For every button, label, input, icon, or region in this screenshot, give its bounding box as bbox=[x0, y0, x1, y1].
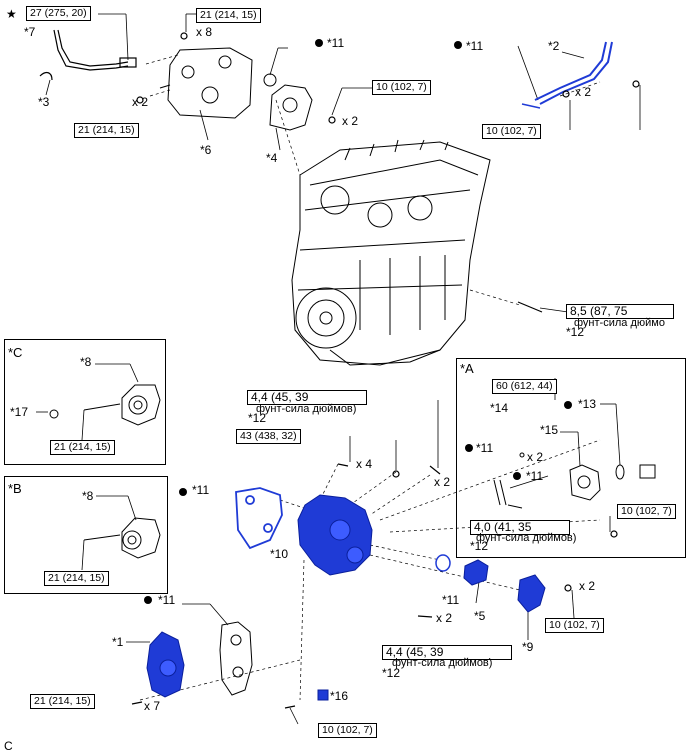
part-label-14: *14 bbox=[490, 401, 509, 415]
idler-pulley-bracket-drawing bbox=[49, 384, 161, 426]
torque-bot-unit: фунт-сила дюймов) bbox=[392, 657, 493, 669]
torque-box-star: 27 (275, 20) bbox=[26, 6, 91, 21]
torque-box-bot: 4,4 (45, 39 bbox=[382, 645, 512, 660]
qty-9: x 2 bbox=[579, 579, 596, 593]
torque-box-a: 10 (102, 7) bbox=[617, 504, 676, 519]
torque-mid-unit: фунт-сила дюймов) bbox=[256, 403, 357, 415]
idler-pulley-drawing bbox=[83, 517, 161, 559]
torque-12-value: 8,5 (87, 75 bbox=[570, 304, 628, 318]
qty-a11: x 2 bbox=[527, 450, 544, 464]
qty-top8: x 8 bbox=[196, 25, 213, 39]
qty-4: x 2 bbox=[342, 114, 359, 128]
part-label-17: *17 bbox=[10, 405, 29, 419]
torque-box-b: 21 (214, 15) bbox=[44, 571, 109, 586]
part-label-15: *15 bbox=[540, 423, 559, 437]
pump-gasket-outline-drawing bbox=[219, 621, 253, 696]
qty-nut: x 2 bbox=[434, 475, 451, 489]
dot-11c bbox=[179, 488, 187, 496]
part-label-8b: *8 bbox=[82, 489, 94, 503]
water-inlet-drawing bbox=[463, 559, 489, 586]
water-bypass-pipe-drawing bbox=[39, 29, 137, 81]
inset-label-c: *C bbox=[8, 345, 23, 360]
qty-43: x 4 bbox=[356, 457, 373, 471]
engine-block-drawing bbox=[291, 139, 491, 366]
part-label-11f: *11 bbox=[526, 469, 544, 483]
torque-40-unit: фунт-сила дюймов) bbox=[476, 532, 577, 544]
inset-label-a: *A bbox=[460, 361, 474, 376]
dot-11e bbox=[465, 444, 473, 452]
part-label-12b: *12 bbox=[248, 411, 267, 425]
torque-box-40: 4,0 (41, 35 bbox=[470, 520, 570, 535]
corner-mark: C bbox=[4, 739, 13, 753]
qty-2: x 2 bbox=[575, 85, 592, 99]
water-pump-assembly-drawing bbox=[297, 494, 373, 576]
part-label-5: *5 bbox=[474, 609, 486, 623]
part-label-6: *6 bbox=[200, 143, 212, 157]
water-pump-gasket-drawing bbox=[235, 487, 283, 550]
inset-a-parts-drawing bbox=[493, 452, 656, 509]
torque-box-c: 21 (214, 15) bbox=[50, 440, 115, 455]
water-bypass-hose-drawing bbox=[534, 41, 613, 105]
part-label-8c: *8 bbox=[80, 355, 92, 369]
dot-11b bbox=[454, 41, 462, 49]
part-label-9: *9 bbox=[522, 640, 534, 654]
dot-11a bbox=[315, 39, 323, 47]
torque-box-14: 60 (612, 44) bbox=[492, 379, 557, 394]
torque-box-16: 10 (102, 7) bbox=[318, 723, 377, 738]
thermostat-housing-drawing bbox=[263, 73, 313, 131]
part-label-7: *7 bbox=[24, 25, 36, 39]
torque-box-6: 21 (214, 15) bbox=[74, 123, 139, 138]
inset-a-frame bbox=[456, 358, 686, 558]
inset-c-frame bbox=[4, 339, 166, 465]
torque-mid-value: 4,4 (45, 39 bbox=[251, 390, 309, 404]
part-label-16: *16 bbox=[330, 689, 349, 703]
torque-box-12: 8,5 (87, 75 bbox=[566, 304, 674, 319]
torque-box-4: 10 (102, 7) bbox=[372, 80, 431, 95]
torque-box-1: 21 (214, 15) bbox=[30, 694, 95, 709]
inset-b-frame bbox=[4, 476, 168, 594]
dot-11f bbox=[513, 472, 521, 480]
inset-label-b: *B bbox=[8, 481, 22, 496]
torque-box-2: 10 (102, 7) bbox=[482, 124, 541, 139]
dot-13 bbox=[564, 401, 572, 409]
part-label-11e: *11 bbox=[476, 441, 494, 455]
torque-box-mid: 4,4 (45, 39 bbox=[247, 390, 367, 405]
part-label-11c: *11 bbox=[192, 483, 210, 497]
part-label-11b: *11 bbox=[466, 39, 484, 53]
o-ring-drawing bbox=[435, 554, 451, 572]
part-label-11a: *11 bbox=[327, 36, 345, 50]
water-pump-pulley-drawing bbox=[146, 631, 185, 698]
part-label-3: *3 bbox=[38, 95, 50, 109]
dot-11d bbox=[144, 596, 152, 604]
torque-12-unit: фунт-сила дюймо bbox=[574, 317, 665, 329]
torque-bot-value: 4,4 (45, 39 bbox=[386, 645, 444, 659]
bracket-drawing bbox=[317, 689, 329, 701]
qty-6: x 2 bbox=[132, 95, 149, 109]
qty-1: x 7 bbox=[144, 699, 161, 713]
part-label-12c: *12 bbox=[470, 539, 489, 553]
part-label-12d: *12 bbox=[382, 666, 401, 680]
torque-box-9: 10 (102, 7) bbox=[545, 618, 604, 633]
legend-star: ★ bbox=[6, 7, 17, 21]
water-outlet-drawing bbox=[159, 47, 253, 119]
part-label-13: *13 bbox=[578, 397, 597, 411]
part-label-4: *4 bbox=[266, 151, 278, 165]
part-label-11g: *11 bbox=[442, 593, 460, 607]
qty-bot: x 2 bbox=[436, 611, 453, 625]
torque-box-top8: 21 (214, 15) bbox=[196, 8, 261, 23]
water-outlet-pipe-drawing bbox=[517, 574, 546, 613]
part-label-2: *2 bbox=[548, 39, 560, 53]
part-label-11d: *11 bbox=[158, 593, 176, 607]
torque-40-value: 4,0 (41, 35 bbox=[474, 520, 532, 534]
part-label-1: *1 bbox=[112, 635, 124, 649]
torque-box-43: 43 (438, 32) bbox=[236, 429, 301, 444]
part-label-10: *10 bbox=[270, 547, 289, 561]
part-label-12a: *12 bbox=[566, 325, 585, 339]
